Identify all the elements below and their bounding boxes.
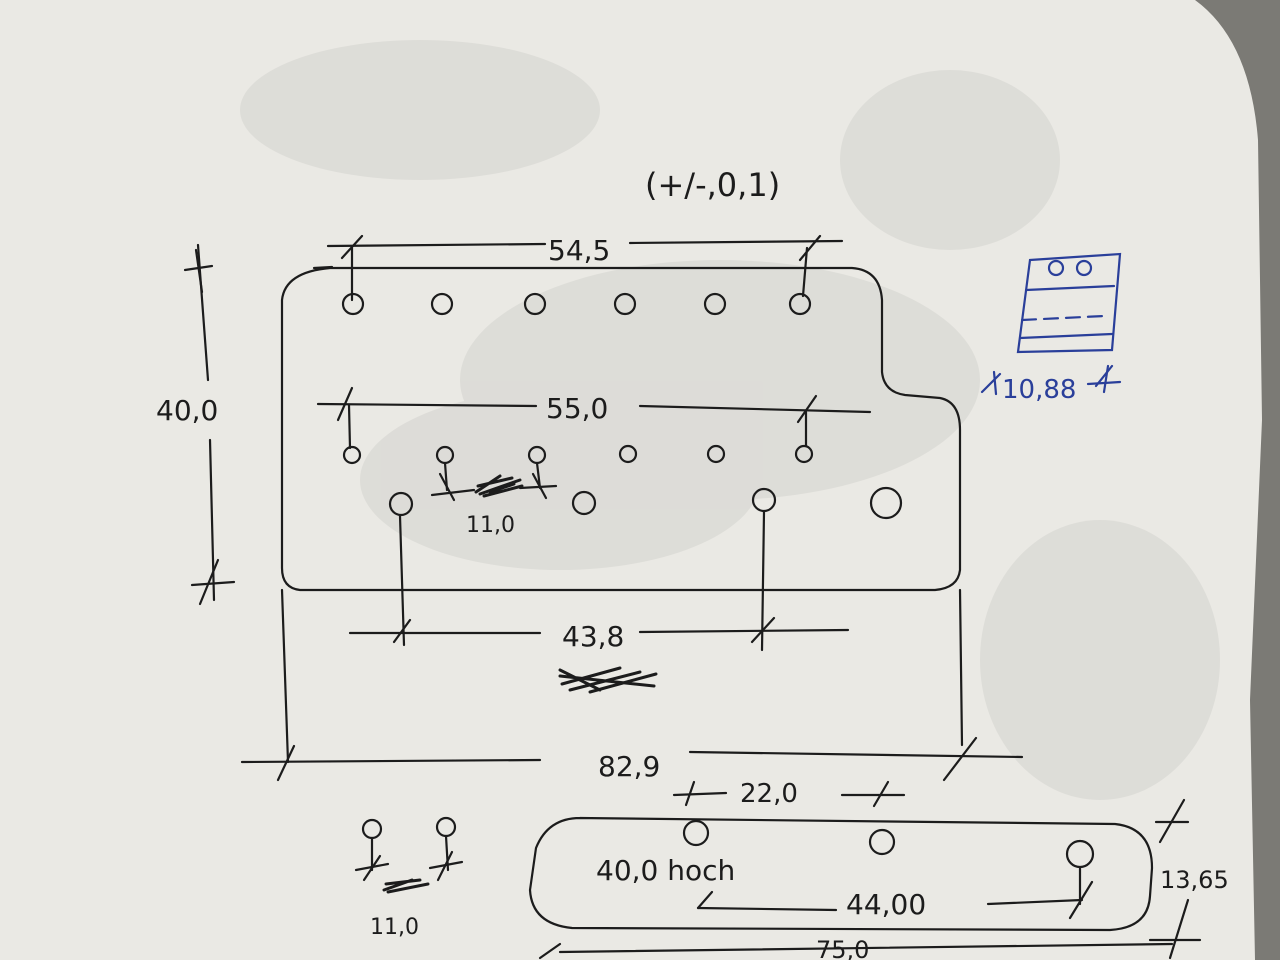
front-panel-icon [980,252,1122,396]
smudges [240,40,1220,800]
small-pitch-detail [354,816,464,894]
hole [571,490,597,516]
dim-lower-hole-span [672,780,906,808]
scribble [558,666,658,694]
bottom-plate-height-label: 13,65 [1160,866,1229,894]
total-width-label: 82,9 [598,750,660,783]
dim-middle-hole-span [316,386,872,450]
height-label: 40,0 [156,394,218,427]
dim-height [183,243,236,606]
bottom-plate-span-label: 44,00 [846,888,926,921]
dim-small-pitch [430,461,558,502]
bottom-plate-width-label: 75,0 [816,936,869,960]
main-plate-outline [280,266,962,592]
large-hole-span-label: 43,8 [562,620,624,653]
hole [613,292,637,316]
dim-total-width [240,736,1024,782]
outer-plate-outline [280,588,964,764]
hole [388,491,414,517]
hole [703,292,727,316]
hole [430,292,454,316]
hole [788,292,812,316]
small-pitch-detail-label: 11,0 [370,915,419,940]
scribble [474,474,524,498]
dim-bottom-plate-width [538,942,1174,960]
tolerance-label: (+/-,0,1) [645,166,780,204]
icon-note-label: 10,88 [1002,375,1076,405]
small-pitch-label: 11,0 [466,513,515,538]
dim-bottom-plate-span [696,866,1094,920]
dim-top-hole-span [312,234,844,302]
top-hole-span-label: 54,5 [548,234,610,267]
middle-hole-span-label: 55,0 [546,392,608,425]
hole [342,445,362,465]
hole [794,444,814,464]
hole [682,819,710,847]
hole [706,444,726,464]
bottom-plate-label: 40,0 hoch [596,854,735,887]
hole [869,486,903,520]
lower-hole-span-label: 22,0 [740,779,798,809]
dim-bottom-plate-height [1148,798,1202,960]
hole [618,444,638,464]
hole [523,292,547,316]
bottom-plate-outline [528,816,1154,932]
dim-large-hole-span [348,510,850,652]
hole [868,828,896,856]
